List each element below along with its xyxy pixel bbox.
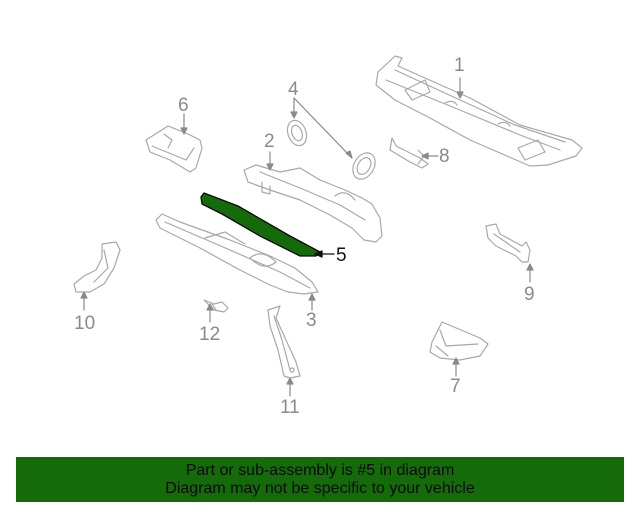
part-5-seal-highlighted[interactable] <box>200 192 321 257</box>
part-7-bracket[interactable] <box>429 321 489 361</box>
part-10-duct[interactable] <box>73 241 121 293</box>
part-8-bracket[interactable] <box>389 137 429 169</box>
callout-10[interactable]: 10 <box>74 313 96 334</box>
part-4-grommets[interactable] <box>284 118 380 183</box>
callout-6[interactable]: 6 <box>178 95 189 116</box>
banner-disclaimer-line: Diagram may not be specific to your vehi… <box>165 479 475 497</box>
callout-5-selected[interactable]: 5 <box>336 245 347 266</box>
callout-4[interactable]: 4 <box>288 79 299 100</box>
callout-3[interactable]: 3 <box>306 310 317 331</box>
parts-diagram: 1 2 3 4 5 6 7 8 9 10 11 12 <box>73 55 583 418</box>
leader-lines <box>80 77 534 397</box>
callout-12[interactable]: 12 <box>199 324 221 345</box>
part-12-clip[interactable] <box>203 299 229 313</box>
callout-7[interactable]: 7 <box>450 376 461 397</box>
callout-11[interactable]: 11 <box>280 397 300 418</box>
banner-part-line: Part or sub-assembly is #5 in diagram <box>185 461 455 479</box>
part-6-bracket[interactable] <box>145 125 203 173</box>
part-2-duct[interactable] <box>243 164 383 243</box>
callout-1[interactable]: 1 <box>454 55 465 76</box>
callout-8[interactable]: 8 <box>439 146 450 167</box>
part-1-cowl-panel[interactable] <box>375 55 583 167</box>
info-banner: Part or sub-assembly is #5 in diagram Di… <box>16 457 624 502</box>
callout-2[interactable]: 2 <box>264 131 275 152</box>
leader-line-5 <box>314 250 335 258</box>
diagram-drawing <box>73 55 583 397</box>
callout-9[interactable]: 9 <box>524 284 535 305</box>
part-11-duct[interactable] <box>267 305 301 379</box>
part-9-bracket[interactable] <box>485 223 531 263</box>
part-3-lower-panel[interactable] <box>155 213 319 295</box>
